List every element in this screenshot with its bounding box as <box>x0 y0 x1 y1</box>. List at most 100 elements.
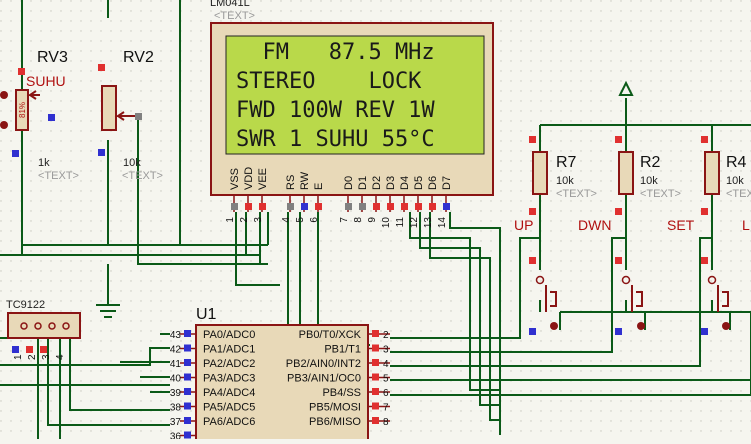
rv3-pin-dot <box>0 91 8 99</box>
mcu-left-pin-number: 43 <box>170 330 182 341</box>
rv3-body <box>15 89 29 131</box>
mcu-left-pin-label: PA4/ADC4 <box>203 387 255 399</box>
resistor-r4[interactable]: R4 10k <TEXT> SET L <box>667 136 751 335</box>
mcu-right-pin-label: PB5/MOSI <box>309 402 361 414</box>
tc9122-ref: TC9122 <box>6 299 45 311</box>
lcd-pin-number: 1 <box>225 217 236 223</box>
svg-text:3: 3 <box>41 354 52 360</box>
lcd-line-4: SWR 1 SUHU 55°C <box>236 127 435 152</box>
lcd-pin-label: E <box>313 183 325 190</box>
lcd-pin-number: 12 <box>409 217 420 229</box>
rv3-text-placeholder: <TEXT> <box>38 170 79 182</box>
r4-value: 10k <box>726 175 744 187</box>
rv3-ref: RV3 <box>37 49 68 66</box>
r7-ref: R7 <box>556 154 577 171</box>
mcu-right-pin-number: 4 <box>383 359 389 370</box>
mcu-pin-marker <box>184 431 191 439</box>
sensor-tc9122[interactable]: TC9122 1 2 3 4 <box>6 299 81 360</box>
r4-net-label: SET <box>667 217 695 233</box>
mcu-pin-marker <box>184 402 191 410</box>
mcu-pin-marker <box>184 330 191 337</box>
pot-rv2[interactable]: RV2 10k <TEXT> <box>98 49 163 182</box>
lcd-pin-number: 11 <box>395 217 406 228</box>
lcd-screen <box>225 35 485 155</box>
r2-net-label: DWN <box>578 217 611 233</box>
tc9122-body <box>7 312 81 339</box>
lcd-pin-marker <box>373 203 380 210</box>
mcu-left-pin-label: PA1/ADC1 <box>203 344 255 356</box>
lcd-pin-number: 9 <box>367 217 378 223</box>
lcd-pin-marker <box>231 203 238 210</box>
lcd-pin-marker <box>359 203 366 210</box>
rv2-value: 10k <box>123 157 141 169</box>
mcu-right-pin-number: 5 <box>383 374 389 385</box>
mcu-right-pin-number: 6 <box>383 388 389 399</box>
lcd-line-1: FM 87.5 MHz <box>236 40 435 65</box>
lcd-pin-label: D1 <box>357 176 369 190</box>
lcd-pin-marker <box>345 203 352 210</box>
lcd-pin-marker <box>443 203 450 210</box>
mcu-left-pin-label: PA0/ADC0 <box>203 329 255 341</box>
clipped-net-label: L <box>742 217 750 233</box>
power-terminal-icon <box>618 80 634 96</box>
mcu-left-pin-number: 41 <box>170 359 182 370</box>
resistor-r2[interactable]: R2 10k <TEXT> DWN <box>578 80 681 335</box>
lcd-text-placeholder: <TEXT> <box>214 10 255 22</box>
lcd-pin-number: 7 <box>339 217 350 223</box>
mcu-right-pin-number: 8 <box>383 417 389 428</box>
mcu-right-pin-label: PB2/AIN0/INT2 <box>286 358 361 370</box>
lcd-pin-number: 2 <box>239 217 250 223</box>
mcu-left-pin-label: PA5/ADC5 <box>203 402 255 414</box>
r7-net-label: UP <box>514 217 533 233</box>
rv3-percent: 81% <box>18 102 27 118</box>
svg-text:2: 2 <box>27 354 38 360</box>
rv3-value: 1k <box>38 157 50 169</box>
mcu-right-pin-number: 7 <box>383 403 389 414</box>
rv2-ref: RV2 <box>123 49 154 66</box>
lcd-pin-marker <box>245 203 252 210</box>
r4-ref: R4 <box>726 154 747 171</box>
mcu-right-pin-label: PB0/T0/XCK <box>299 329 362 341</box>
mcu-right-pin-number: 3 <box>383 345 389 356</box>
mcu-pin-marker <box>184 388 191 395</box>
mcu-left-pin-number: 38 <box>170 403 182 414</box>
lcd-module[interactable]: LM041L <TEXT> FM 87.5 MHz STEREO LOCK FW… <box>210 0 494 228</box>
mcu-pin-marker <box>372 388 379 395</box>
lcd-part-label: LM041L <box>210 0 250 9</box>
lcd-pin-label: RS <box>285 175 297 190</box>
r4-body <box>704 151 720 195</box>
u1-ref: U1 <box>196 306 217 323</box>
r2-body <box>618 151 634 195</box>
lcd-pin-label: D4 <box>399 176 411 190</box>
lcd-pin-label: RW <box>299 171 311 190</box>
lcd-pins: VSS1VDD2VEE3RS4RW5E6D07D18D29D310D411D51… <box>225 167 453 228</box>
lcd-pin-label: D7 <box>441 176 453 190</box>
mcu-pin-marker <box>372 330 379 337</box>
r2-text-placeholder: <TEXT> <box>640 188 681 200</box>
mcu-right-pin-number: 2 <box>383 330 389 341</box>
mcu-left-pin-number: 37 <box>170 417 182 428</box>
lcd-pin-marker <box>387 203 394 210</box>
lcd-pin-label: D2 <box>371 176 383 190</box>
pot-rv3[interactable]: RV3 SUHU 81% 1k <TEXT> <box>0 49 79 182</box>
r7-value: 10k <box>556 175 574 187</box>
u1-body <box>195 324 369 444</box>
lcd-pin-label: D3 <box>385 176 397 190</box>
mcu-pin-marker <box>372 344 379 352</box>
lcd-pin-label: D0 <box>343 176 355 190</box>
resistor-r7[interactable]: R7 10k <TEXT> UP <box>514 136 597 335</box>
lcd-pin-number: 14 <box>437 217 448 229</box>
rv3-net-label: SUHU <box>26 73 66 89</box>
lcd-pin-marker <box>287 203 294 210</box>
lcd-pin-marker <box>315 203 322 210</box>
lcd-line-3: FWD 100W REV 1W <box>236 98 435 123</box>
mcu-right-pin-label: PB6/MISO <box>309 416 361 428</box>
r2-value: 10k <box>640 175 658 187</box>
mcu-left-pin-number: 40 <box>170 374 182 385</box>
lcd-pin-label: VSS <box>229 168 241 190</box>
mcu-left-pin-label: PA2/ADC2 <box>203 358 255 370</box>
lcd-pin-label: VDD <box>243 167 255 190</box>
